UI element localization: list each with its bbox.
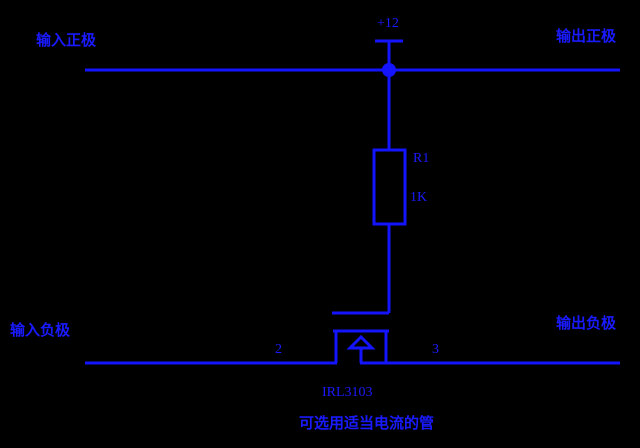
resistor-ref-label: R1: [413, 151, 430, 166]
resistor-r1: [372, 148, 407, 226]
input-negative-label: 输入负极: [10, 321, 71, 339]
transistor-diode-triangle: [346, 334, 376, 350]
output-negative-label: 输出负极: [556, 314, 617, 332]
pin-2-label: 2: [275, 342, 282, 357]
supply-label: +12: [377, 16, 399, 31]
junction-dot: [382, 63, 396, 77]
transistor-part-label: IRL3103: [322, 385, 373, 400]
output-positive-label: 输出正极: [556, 27, 617, 45]
resistor-value-label: 1K: [410, 190, 428, 205]
transistor-note-label: 可选用适当电流的管: [299, 414, 435, 432]
pin-3-label: 3: [432, 342, 439, 357]
input-positive-label: 输入正极: [36, 31, 97, 49]
